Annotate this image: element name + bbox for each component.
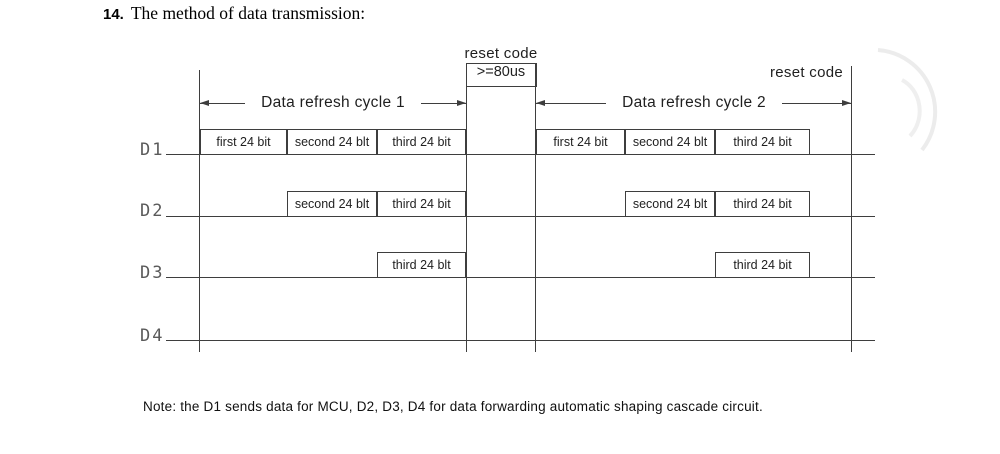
row-label-d3: D3 (140, 263, 165, 283)
d2-box-second-c2: second 24 blt (625, 191, 715, 217)
section-number: 14. (103, 6, 124, 23)
row-label-d4: D4 (140, 326, 165, 346)
guide-line-cycle1-start (199, 70, 200, 352)
baseline-d4 (166, 340, 875, 341)
d1-box-second-c1: second 24 blt (287, 129, 377, 155)
reset-duration-box (466, 63, 537, 87)
reset-code-top-label: reset code (464, 45, 538, 62)
d2-box-third-c2: third 24 bit (715, 191, 810, 217)
cycle2-arrowhead-right-icon (842, 100, 851, 106)
d1-box-first-c1: first 24 bit (200, 129, 287, 155)
baseline-d1 (166, 154, 875, 155)
d2-box-third-c1: third 24 bit (377, 191, 466, 217)
guide-line-cycle2-end (851, 66, 852, 352)
cycle2-arrowhead-left-icon (536, 100, 545, 106)
d1-box-third-c2: third 24 bit (715, 129, 810, 155)
reset-duration-value: >=80us (476, 64, 526, 80)
cycle1-label: Data refresh cycle 1 (245, 94, 421, 112)
d1-box-first-c2: first 24 bit (536, 129, 625, 155)
watermark-arc-icon (877, 48, 938, 152)
section-title-text: The method of data transmission: (130, 3, 366, 23)
baseline-d3 (166, 277, 875, 278)
d1-box-third-c1: third 24 bit (377, 129, 466, 155)
row-label-d2: D2 (140, 201, 165, 221)
row-label-d1: D1 (140, 140, 165, 160)
d3-box-third-c2: third 24 bit (715, 252, 810, 278)
note-text: Note: the D1 sends data for MCU, D2, D3,… (143, 399, 763, 414)
guide-line-reset-left (466, 63, 467, 352)
baseline-d2 (166, 216, 875, 217)
reset-code-right-label: reset code (769, 64, 843, 81)
cycle1-arrowhead-right-icon (457, 100, 466, 106)
cycle1-arrowhead-left-icon (200, 100, 209, 106)
d1-box-second-c2: second 24 blt (625, 129, 715, 155)
d2-box-second-c1: second 24 blt (287, 191, 377, 217)
guide-line-reset-right (535, 63, 536, 352)
cycle2-label: Data refresh cycle 2 (606, 94, 782, 112)
section-title: 14. The method of data transmission: (103, 3, 365, 24)
d3-box-third-c1: third 24 blt (377, 252, 466, 278)
